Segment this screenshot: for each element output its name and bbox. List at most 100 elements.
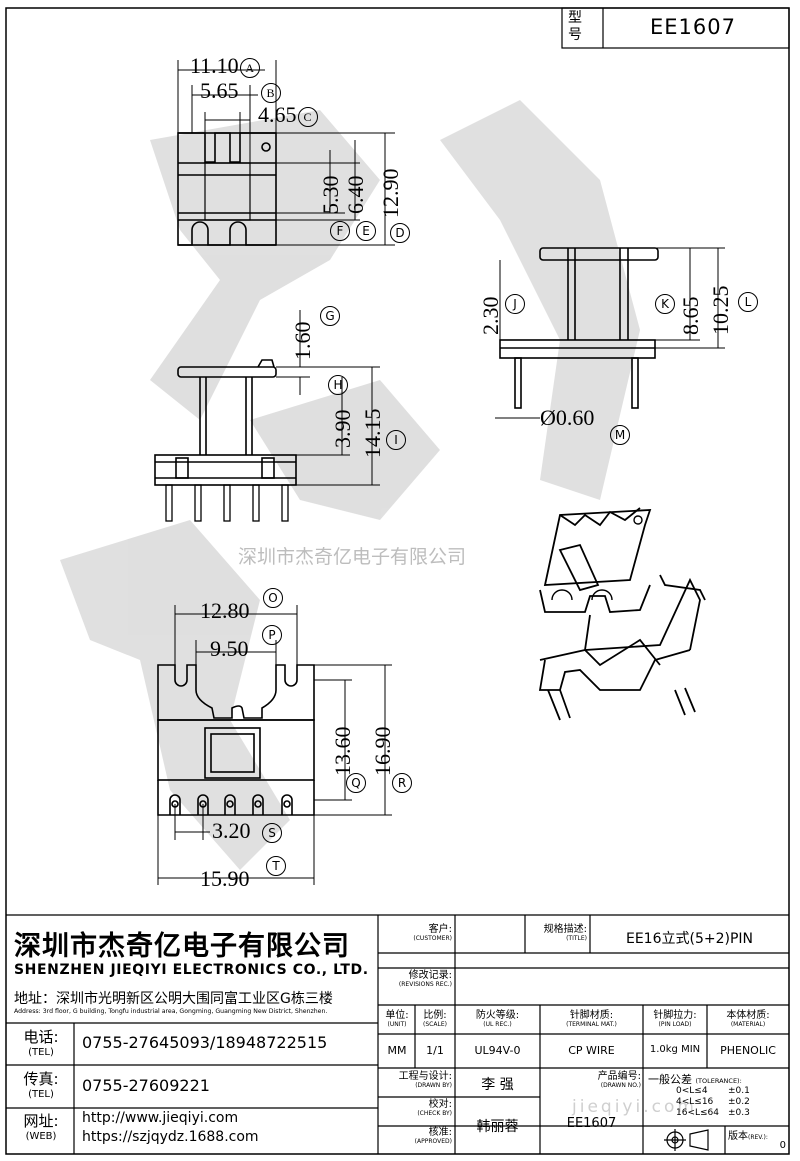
web-link-2[interactable]: https://szjqydz.1688.com: [82, 1129, 259, 1145]
tolerance-label: 一般公差 (TOLERANCE):: [648, 1071, 742, 1087]
tel-label-cn: 电话:: [23, 1028, 59, 1046]
model-label-1: 型: [568, 10, 582, 26]
approved-value: 韩丽蓉: [476, 1119, 519, 1135]
productno-value: EE1607: [566, 1116, 617, 1131]
drawing-frame: [5, 7, 790, 1155]
check-label: 校对:(CHECK BY): [380, 1099, 452, 1117]
revision-label: 修改记录:(REVISIONS REC.): [380, 970, 452, 988]
dim-value-T: 15.90: [200, 866, 250, 891]
terminal-value: CP WIRE: [568, 1044, 615, 1057]
terminal-label-cn: 针脚材质:: [569, 1010, 614, 1021]
drawn-value: 李 强: [481, 1077, 514, 1093]
model-label-2: 号: [568, 27, 582, 43]
spec-label-cn: 规格描述:: [543, 924, 587, 935]
pinload-label: 针脚拉力:(PIN LOAD): [645, 1010, 705, 1028]
dim-tag-F: F: [330, 221, 350, 241]
dim-tag-K: K: [655, 294, 675, 314]
tolerance-label-cn: 一般公差: [648, 1073, 692, 1086]
productno-label-en: (DRAWN NO.): [600, 1081, 641, 1089]
approved-label-en: (APPROVED): [414, 1137, 452, 1145]
dim-value-L: 10.25: [708, 285, 733, 336]
tolerance-value: ±0.1: [728, 1086, 750, 1096]
dim-tag-I: I: [386, 430, 406, 450]
customer-label-en: (CUSTOMER): [413, 934, 452, 942]
web-link-1[interactable]: http://www.jieqiyi.com: [82, 1110, 239, 1126]
tel-label-en: (TEL): [28, 1047, 54, 1058]
terminal-label: 针脚材质:(TERMINAL MAT.): [542, 1010, 641, 1028]
fire-value: UL94V-0: [474, 1044, 521, 1057]
productno-label: 产品编号:(DRAWN NO.): [542, 1071, 641, 1089]
web-label: 网址: (WEB): [10, 1110, 72, 1142]
approved-label-cn: 核准:: [428, 1127, 452, 1138]
dim-value-C: 4.65: [258, 102, 297, 127]
tolerance-value: ±0.2: [728, 1097, 750, 1107]
dim-tag-M: M: [610, 425, 630, 445]
revision-label-en: (REVISIONS REC.): [398, 980, 452, 988]
customer-label: 客户:(CUSTOMER): [380, 924, 452, 942]
version-label-en: (REV.):: [748, 1134, 768, 1141]
unit-label-en: (UNIT): [387, 1020, 407, 1028]
dim-value-G: 1.60: [290, 321, 315, 361]
dim-value-R: 16.90: [370, 726, 395, 777]
tolerance-range: 0<L≤4: [676, 1086, 708, 1096]
drawn-label-en: (DRAWN BY): [415, 1081, 452, 1089]
drawn-label: 工程与设计:(DRAWN BY): [380, 1071, 452, 1089]
version-label: 版本(REV.):: [728, 1127, 768, 1142]
fire-label: 防火等级:(UL REC.): [457, 1010, 538, 1028]
customer-label-cn: 客户:: [428, 924, 452, 935]
dim-tag-O: O: [263, 588, 283, 608]
dim-value-F: 5.30: [318, 175, 343, 215]
spec-value: EE16立式(5+2)PIN: [625, 931, 754, 947]
front-view-dims: [276, 310, 380, 486]
dim-tag-E: E: [356, 221, 376, 241]
dim-tag-R: R: [392, 773, 412, 793]
company-name-cn: 深圳市杰奇亿电子有限公司: [14, 931, 350, 962]
dim-value-Q: 13.60: [330, 726, 355, 777]
dim-tag-J: J: [505, 294, 525, 314]
isometric-view: [538, 507, 706, 721]
dim-value-D: 12.90: [378, 168, 403, 219]
bottom-view: [157, 664, 315, 816]
pinload-label-cn: 针脚拉力:: [653, 1010, 697, 1021]
version-value: 0: [779, 1140, 786, 1151]
unit-label: 单位:(UNIT): [380, 1010, 414, 1028]
material-label: 本体材质:(MATERIAL): [709, 1010, 787, 1028]
watermark-company-text: 深圳市杰奇亿电子有限公司: [238, 546, 467, 568]
dim-value-B: 5.65: [200, 78, 239, 103]
scale-value: 1/1: [426, 1044, 444, 1057]
unit-value: MM: [387, 1044, 407, 1057]
material-value: PHENOLIC: [720, 1044, 776, 1057]
productno-label-cn: 产品编号:: [597, 1071, 641, 1082]
side-view-dims: [495, 247, 725, 419]
material-label-cn: 本体材质:: [726, 1010, 770, 1021]
dim-value-H: 3.90: [330, 409, 355, 449]
fax-value[interactable]: 0755-27609221: [82, 1076, 210, 1095]
projection-symbol-icon: [664, 1129, 709, 1151]
tolerance-range: 16<L≤64: [676, 1108, 720, 1118]
scale-label-cn: 比例:: [423, 1010, 447, 1021]
unit-label-cn: 单位:: [385, 1010, 409, 1021]
approved-label: 核准:(APPROVED): [380, 1127, 452, 1145]
dim-tag-G: G: [320, 306, 340, 326]
watermark-calligraphy: [60, 100, 640, 870]
spec-label: 规格描述:(TITLE): [527, 924, 587, 942]
pinload-value: 1.0kg MIN: [649, 1044, 701, 1055]
dim-value-J: 2.30: [478, 296, 503, 336]
version-label-cn: 版本: [728, 1131, 748, 1142]
dim-value-M: Ø0.60: [540, 405, 595, 430]
dim-tag-P: P: [262, 625, 282, 645]
top-view: [177, 132, 277, 246]
tel-value[interactable]: 0755-27645093/18948722515: [82, 1033, 328, 1052]
model-header-box: [561, 7, 790, 49]
company-address-en: Address: 3rd floor, G building, Tongfu i…: [14, 1008, 328, 1015]
tolerance-label-en: (TOLERANCE):: [695, 1077, 742, 1085]
dim-tag-B: B: [260, 82, 281, 103]
address-value: 深圳市光明新区公明大围同富工业区G栋三楼: [56, 991, 333, 1007]
dim-tag-S: S: [262, 823, 282, 843]
dim-value-A: 11.10: [190, 53, 239, 78]
fax-label-en: (TEL): [28, 1089, 54, 1100]
tolerance-value: ±0.3: [728, 1108, 750, 1118]
